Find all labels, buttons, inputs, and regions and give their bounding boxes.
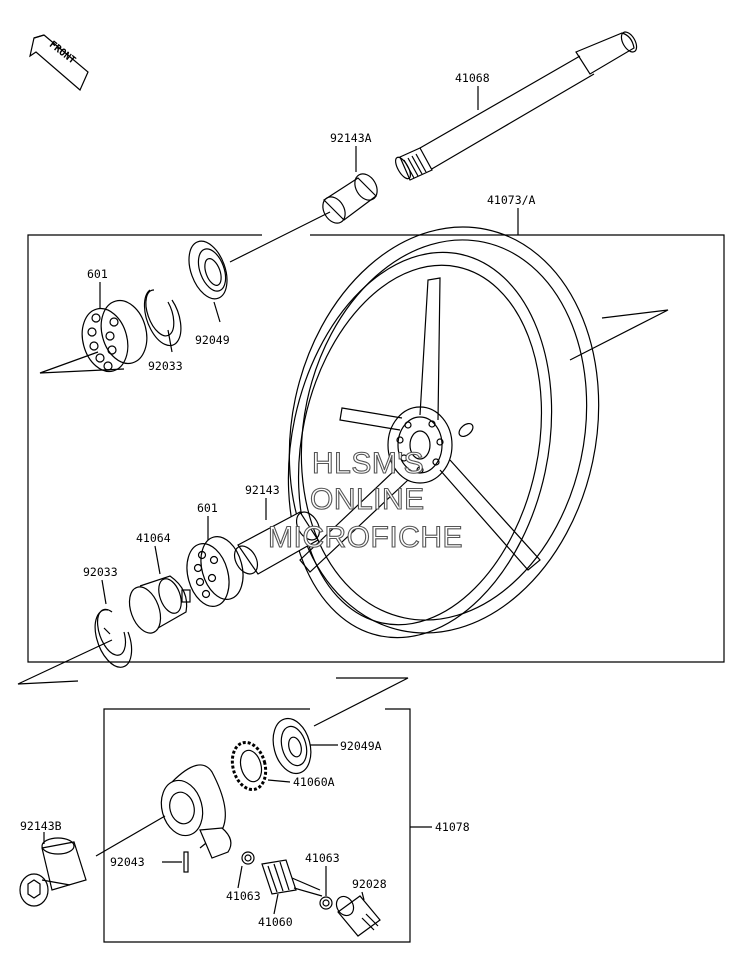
label-41063-right: 41063 <box>305 851 340 865</box>
watermark-line3: MICROFICHE <box>268 521 463 554</box>
collar-92143[interactable] <box>230 498 324 578</box>
watermark-line1: HLSM'S <box>312 447 424 480</box>
label-41068: 41068 <box>455 71 490 85</box>
wheel-41073[interactable] <box>253 198 669 662</box>
collar-92143B[interactable] <box>19 832 87 907</box>
circlip-92033-top[interactable] <box>143 289 182 353</box>
collar-92143A[interactable] <box>318 146 381 227</box>
label-92143A: 92143A <box>330 131 372 145</box>
seal-92049A[interactable] <box>267 714 338 777</box>
bushing-92028[interactable] <box>333 891 381 937</box>
seal-92049[interactable] <box>182 211 331 323</box>
gear-housing[interactable] <box>95 764 232 859</box>
label-92143: 92143 <box>245 483 280 497</box>
circlip-92033-low[interactable] <box>17 579 133 685</box>
washer-41063-right[interactable] <box>319 866 333 910</box>
label-601-mid: 601 <box>197 501 218 515</box>
label-41078: 41078 <box>435 820 470 834</box>
label-92033-top: 92033 <box>148 359 183 373</box>
label-41060A: 41060A <box>293 775 335 789</box>
label-41060: 41060 <box>258 915 293 929</box>
shaft-41060[interactable] <box>261 859 323 915</box>
label-92143B: 92143B <box>20 819 62 833</box>
pin-92043[interactable] <box>162 851 189 873</box>
spacer-41064[interactable] <box>124 545 191 637</box>
label-41073A: 41073/A <box>487 193 536 207</box>
label-41064: 41064 <box>136 531 171 545</box>
label-92033-low: 92033 <box>83 565 118 579</box>
wheel-group-box <box>27 208 725 663</box>
label-92049A: 92049A <box>340 739 382 753</box>
label-92028: 92028 <box>352 877 387 891</box>
axle-41068[interactable] <box>393 29 640 181</box>
washer-41063-left[interactable] <box>237 851 255 889</box>
label-92043: 92043 <box>110 855 145 869</box>
watermark-line2: ONLINE <box>310 483 425 516</box>
bearing-601-top[interactable] <box>39 282 154 377</box>
label-601-top: 601 <box>87 267 108 281</box>
meter-gear-box <box>103 677 432 943</box>
bearing-601-mid[interactable] <box>180 516 249 611</box>
gear-41060A[interactable] <box>227 739 291 794</box>
label-41063-left: 41063 <box>226 889 261 903</box>
label-92049: 92049 <box>195 333 230 347</box>
front-arrow-icon <box>29 34 89 91</box>
